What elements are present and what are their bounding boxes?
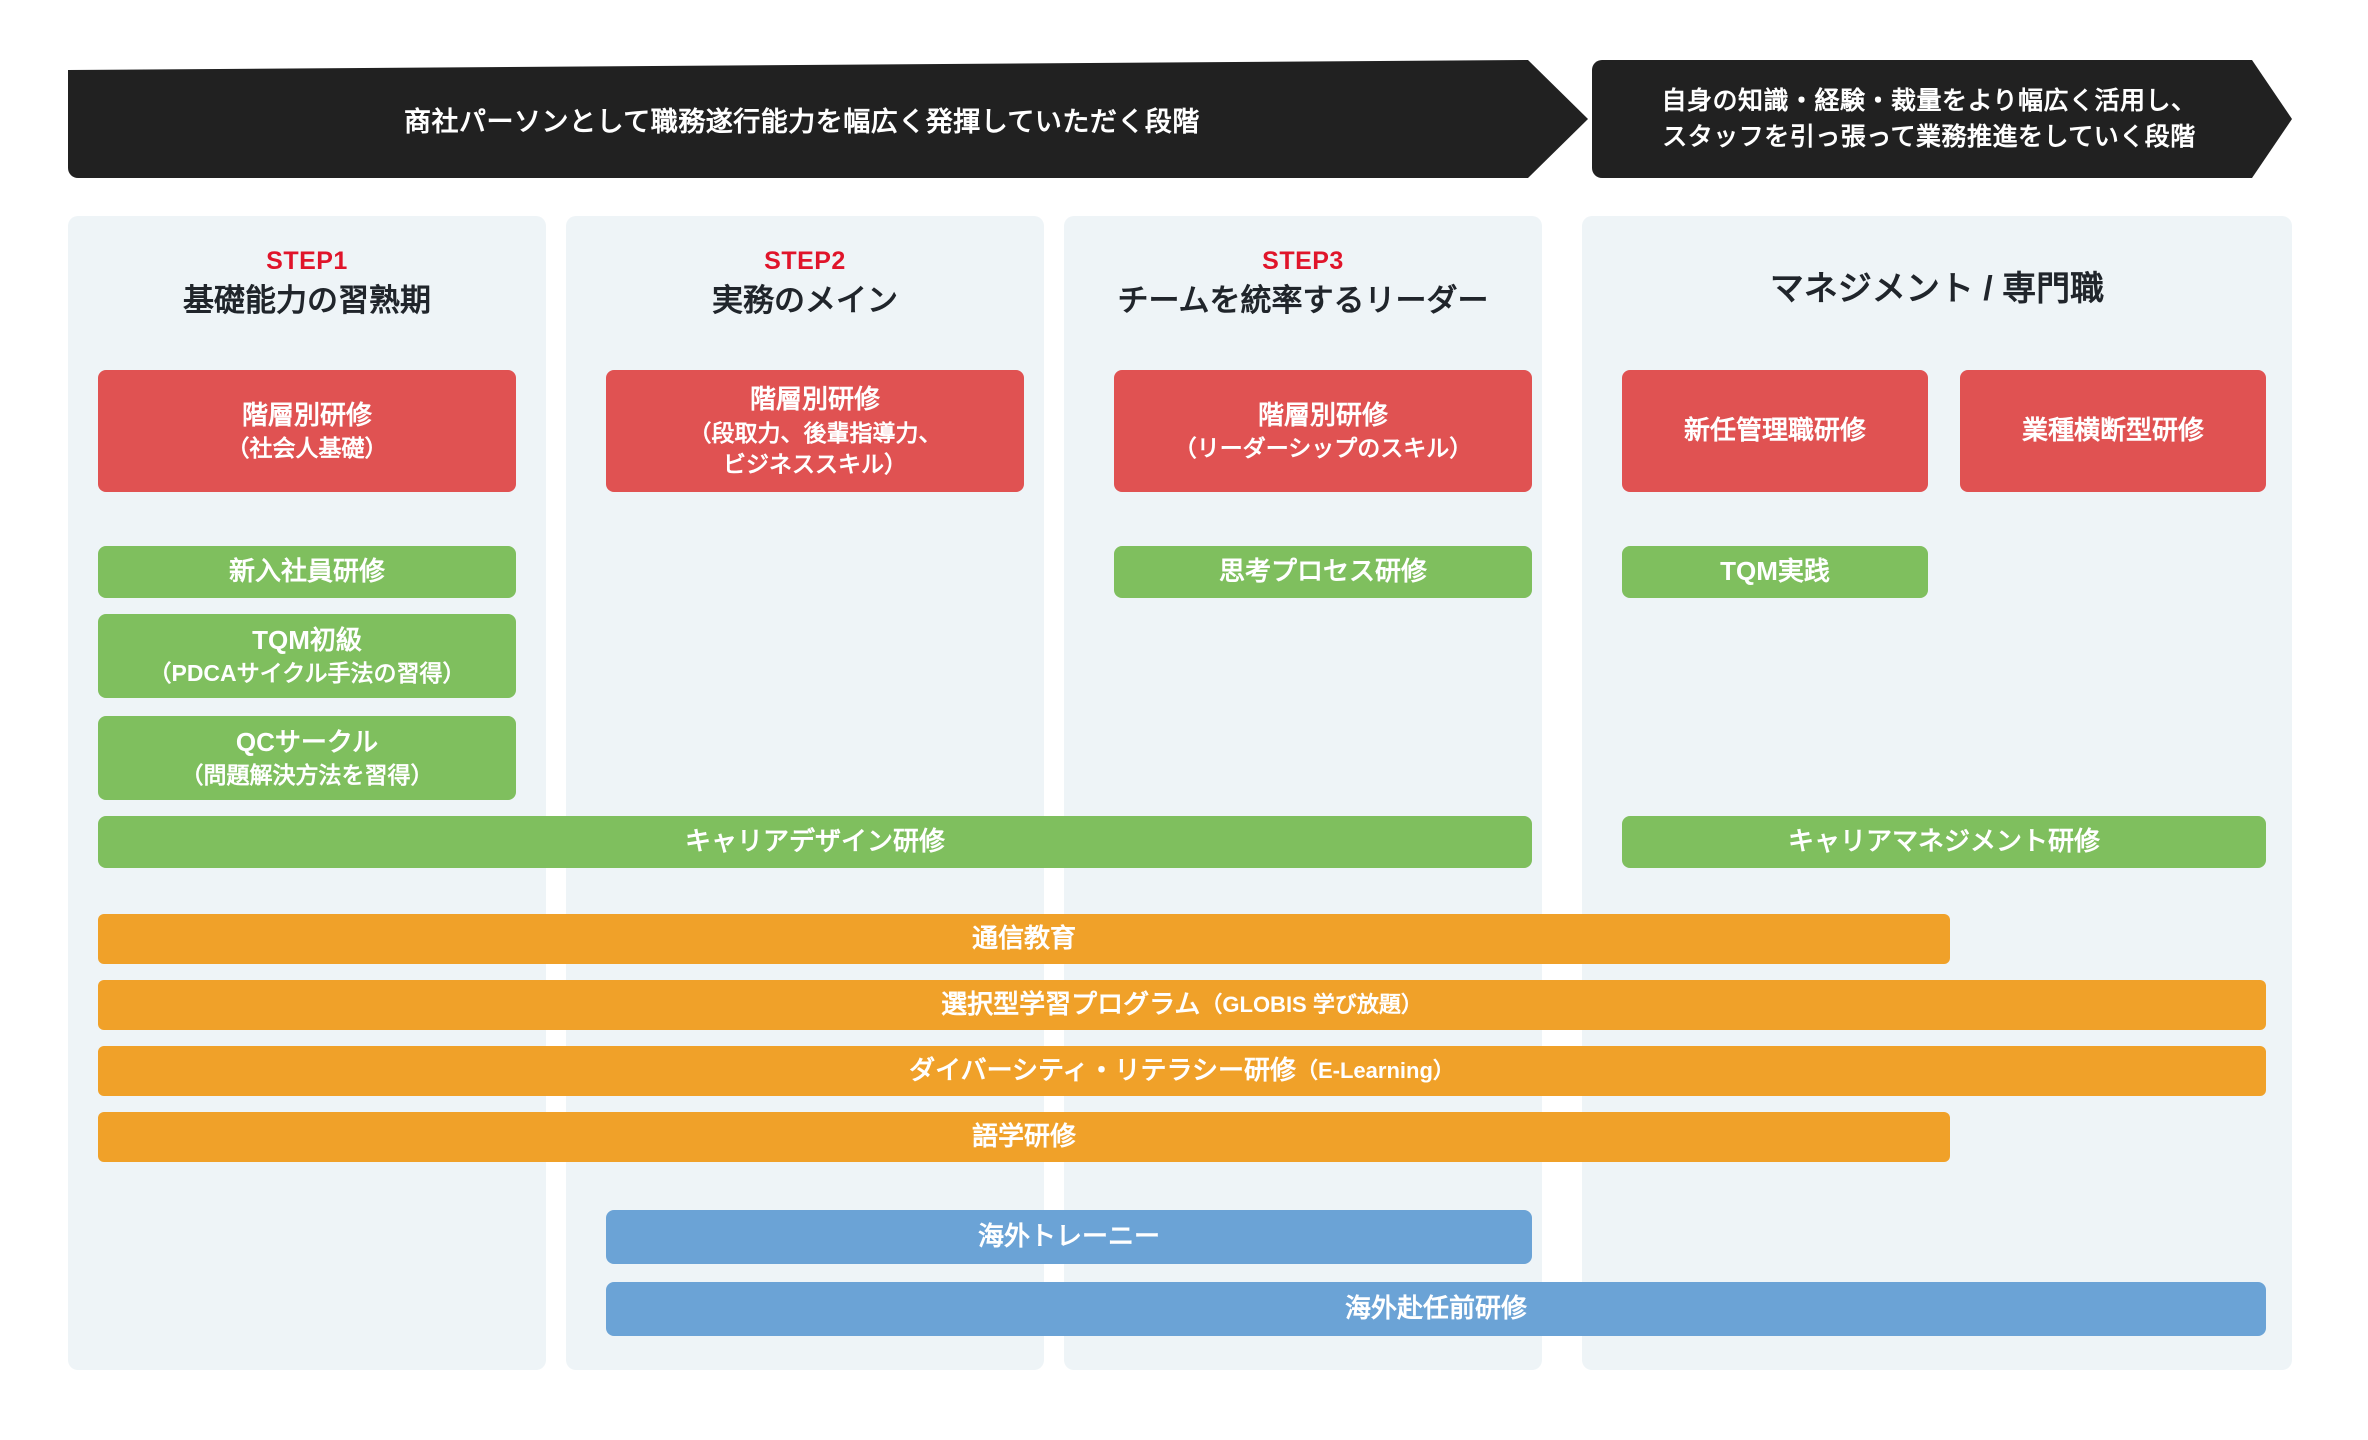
overseas-assignment-prep-label: 海外赴任前研修: [1344, 1293, 1527, 1324]
overseas-trainee-bar[interactable]: 海外トレーニー: [606, 1210, 1532, 1264]
tqm-basic-sub: （PDCAサイクル手法の習得）: [148, 660, 466, 687]
column-title-3: チームを統率するリーダー: [1117, 283, 1489, 318]
language-training-bar[interactable]: 語学研修: [98, 1112, 1950, 1162]
stage-banner-right-text: 自身の知識・経験・裁量をより幅広く活用し、 スタッフを引っ張って業務推進をしてい…: [1661, 83, 2222, 156]
language-training-label: 語学研修: [971, 1121, 1076, 1152]
qc-circle-box[interactable]: QCサークル （問題解決方法を習得）: [98, 716, 516, 800]
tqm-basic-box[interactable]: TQM初級 （PDCAサイクル手法の習得）: [98, 614, 516, 698]
stage-banner-left: 商社パーソンとして職務遂行能力を幅広く発揮していただく段階: [68, 60, 1588, 178]
newcomer-training-box[interactable]: 新入社員研修: [98, 546, 516, 598]
diversity-literacy-bar[interactable]: ダイバーシティ・リテラシー研修 （E-Learning）: [98, 1046, 2266, 1096]
stage-banner-right-line1: 自身の知識・経験・裁量をより幅広く活用し、: [1661, 86, 2197, 115]
tier-training-title-step1: 階層別研修: [241, 399, 372, 430]
newcomer-training-label: 新入社員研修: [228, 556, 385, 587]
stage-banner-right-line2: スタッフを引っ張って業務推進をしていく段階: [1662, 123, 2196, 151]
qc-circle-sub: （問題解決方法を習得）: [180, 762, 434, 789]
thinking-process-training-box[interactable]: 思考プロセス研修: [1114, 546, 1532, 598]
cross-industry-training-box[interactable]: 業種横断型研修: [1960, 370, 2266, 492]
column-title-2: 実務のメイン: [712, 283, 898, 318]
stage-banner-left-text: 商社パーソンとして職務遂行能力を幅広く発揮していただく段階: [404, 106, 1200, 137]
tier-training-title-step2: 階層別研修: [749, 384, 880, 415]
diversity-literacy-label: ダイバーシティ・リテラシー研修: [909, 1055, 1296, 1086]
career-design-bar[interactable]: キャリアデザイン研修: [98, 816, 1532, 868]
tier-training-title-step3: 階層別研修: [1257, 399, 1388, 430]
step-label-2: STEP2: [764, 247, 846, 275]
new-manager-training-box[interactable]: 新任管理職研修: [1622, 370, 1928, 492]
correspondence-education-bar[interactable]: 通信教育: [98, 914, 1950, 964]
career-management-bar[interactable]: キャリアマネジメント研修: [1622, 816, 2266, 868]
career-design-label: キャリアデザイン研修: [684, 826, 945, 857]
diversity-literacy-note: （E-Learning）: [1295, 1058, 1455, 1084]
step-label-3: STEP3: [1262, 247, 1344, 275]
tier-training-sub-step3: （リーダーシップのスキル）: [1173, 435, 1473, 462]
qc-circle-title: QCサークル: [235, 726, 379, 757]
column-header-step3: STEP3 チームを統率するリーダー: [1064, 246, 1542, 321]
stage-banner-right: 自身の知識・経験・裁量をより幅広く活用し、 スタッフを引っ張って業務推進をしてい…: [1592, 60, 2292, 178]
tqm-practice-label: TQM実践: [1720, 556, 1830, 587]
column-title-4: マネジメント / 専門職: [1769, 270, 2105, 308]
elective-learning-program-note: （GLOBIS 学び放題）: [1200, 992, 1423, 1018]
elective-learning-program-label: 選択型学習プログラム: [941, 989, 1201, 1020]
tier-training-box-step1[interactable]: 階層別研修 （社会人基礎）: [98, 370, 516, 492]
overseas-trainee-label: 海外トレーニー: [977, 1221, 1160, 1252]
tier-training-sub-step1: （社会人基礎）: [226, 435, 388, 462]
tqm-basic-title: TQM初級: [252, 624, 362, 655]
tier-training-sub1-step2: （段取力、後輩指導力、: [688, 419, 942, 446]
correspondence-education-label: 通信教育: [971, 923, 1076, 954]
tier-training-box-step3[interactable]: 階層別研修 （リーダーシップのスキル）: [1114, 370, 1532, 492]
column-header-step1: STEP1 基礎能力の習熟期: [68, 246, 546, 321]
career-management-label: キャリアマネジメント研修: [1787, 826, 2100, 857]
thinking-process-training-label: 思考プロセス研修: [1218, 556, 1427, 587]
elective-learning-program-bar[interactable]: 選択型学習プログラム （GLOBIS 学び放題）: [98, 980, 2266, 1030]
column-title-1: 基礎能力の習熟期: [183, 283, 431, 318]
overseas-assignment-prep-bar[interactable]: 海外赴任前研修: [606, 1282, 2266, 1336]
column-header-management: マネジメント / 専門職: [1582, 246, 2292, 311]
tier-training-box-step2[interactable]: 階層別研修 （段取力、後輩指導力、 ビジネススキル）: [606, 370, 1024, 492]
tier-training-sub2-step2: ビジネススキル）: [723, 450, 907, 477]
tqm-practice-box[interactable]: TQM実践: [1622, 546, 1928, 598]
column-header-step2: STEP2 実務のメイン: [566, 246, 1044, 321]
new-manager-training-label: 新任管理職研修: [1683, 415, 1866, 446]
cross-industry-training-label: 業種横断型研修: [2021, 415, 2204, 446]
step-label-1: STEP1: [266, 247, 348, 275]
